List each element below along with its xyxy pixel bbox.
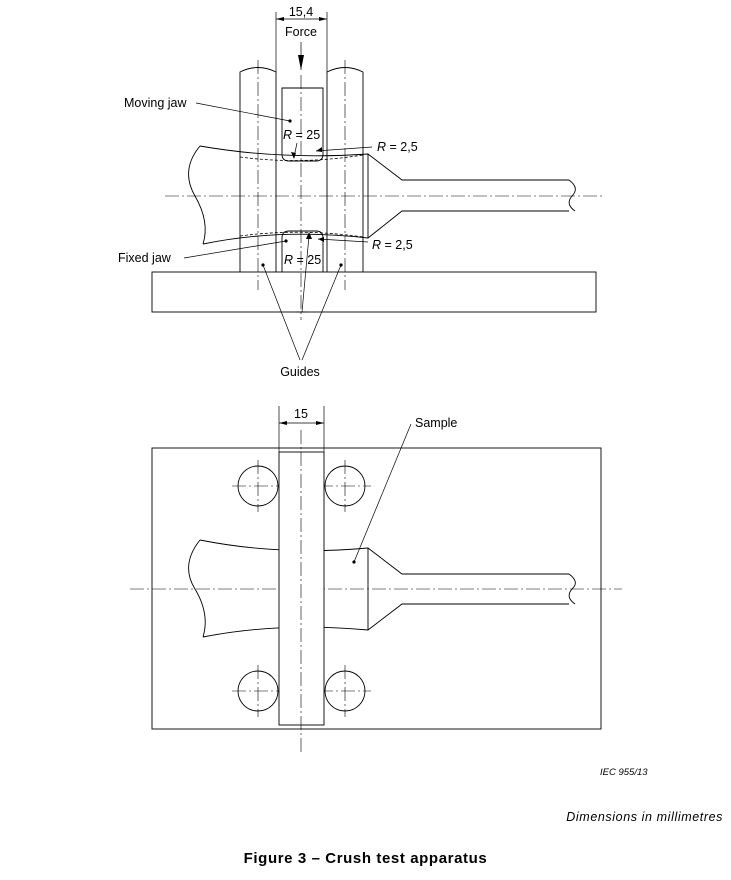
fixed-jaw-label: Fixed jaw <box>118 251 172 265</box>
radius-upper-large: R = 25 <box>283 128 320 142</box>
radius-upper-small-arrow <box>316 147 322 152</box>
radius-lower-large: R = 25 <box>284 253 321 267</box>
plan-dim-arrow-left <box>279 421 287 425</box>
plan-sample-upper <box>199 539 569 575</box>
figure-reference: IEC 955/13 <box>600 767 648 778</box>
plan-dim-arrow-right <box>316 421 324 425</box>
fixed-jaw <box>281 230 324 272</box>
plan-view: 15 Sample <box>130 406 622 752</box>
fixed-jaw-leader <box>183 240 287 259</box>
force-arrow-head <box>298 55 304 70</box>
figure-caption: Figure 3 – Crush test apparatus <box>243 850 488 867</box>
sample-break-right <box>568 179 576 212</box>
plan-sample-lower <box>202 603 569 638</box>
dim-arrow-left <box>276 17 284 21</box>
dim-arrow-right <box>319 17 327 21</box>
plan-jaw-strip <box>278 451 325 726</box>
plan-dim-width-15: 15 <box>294 407 308 421</box>
dimensions-note: Dimensions in millimetres <box>566 810 723 824</box>
plan-sample-break-left <box>188 539 206 638</box>
moving-jaw-label: Moving jaw <box>124 96 187 110</box>
guides-leader-right <box>301 264 342 361</box>
elevation-view: 15,4 Force Moving jaw R = 25 R = 2,5 Fix… <box>118 5 602 379</box>
radius-lower-small: R = 2,5 <box>372 238 413 252</box>
sample-hidden-lower <box>239 231 364 238</box>
radius-lower-small-leader <box>317 238 369 243</box>
fixed-jaw-leader-dot <box>284 239 288 243</box>
sample-hidden-upper <box>239 154 364 161</box>
force-label: Force <box>285 25 317 39</box>
moving-jaw-leader <box>195 102 291 122</box>
guides-label: Guides <box>280 365 320 379</box>
radius-lower-large-leader <box>301 235 310 313</box>
sample-label: Sample <box>415 416 457 430</box>
plan-sample-break-right <box>568 573 576 605</box>
radius-upper-small: R = 2,5 <box>377 140 418 154</box>
base-plate <box>151 271 597 313</box>
sample-break-left <box>188 145 206 245</box>
radius-lower-large-arrow <box>306 232 312 239</box>
moving-jaw <box>281 87 324 162</box>
sample-leader-dot <box>352 560 356 564</box>
plan-base-plate <box>151 447 602 730</box>
guides-leader-left <box>262 264 301 361</box>
radius-upper-small-leader <box>315 146 373 152</box>
dim-width-15-4: 15,4 <box>289 5 313 19</box>
sample-leader <box>353 423 412 563</box>
radius-upper-large-arrow <box>291 152 296 159</box>
radius-lower-small-arrow <box>318 237 324 242</box>
guide-crosshairs <box>232 460 371 717</box>
moving-jaw-leader-dot <box>288 119 292 123</box>
